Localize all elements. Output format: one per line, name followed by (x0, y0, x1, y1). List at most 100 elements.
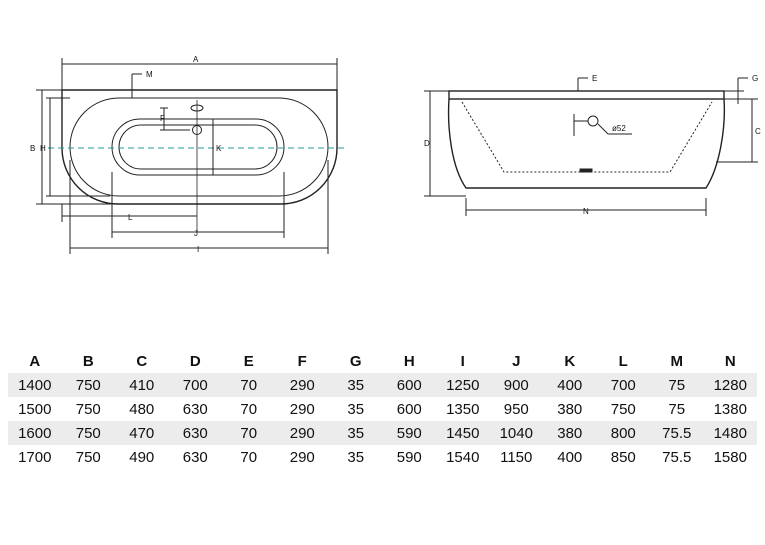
table-cell: 1700 (18, 448, 52, 466)
table-cell: 600 (382, 373, 436, 397)
header-cell: H (403, 352, 415, 370)
table-cell: 700 (168, 373, 222, 397)
table-cell: 290 (275, 373, 329, 397)
table-cell: 75.5 (650, 421, 704, 445)
table-cell: 35 (347, 448, 365, 466)
table-cell: 700 (596, 373, 650, 397)
table-cell: 590 (396, 448, 422, 466)
table-row: 1600 750 470 630 70 290 35 590 1450 1040… (8, 421, 757, 445)
label-I: I (197, 245, 199, 254)
table-cell: 1380 (713, 400, 747, 418)
table-cell: 750 (610, 400, 636, 418)
header-cell: M (670, 352, 684, 370)
header-cell: A (29, 352, 41, 370)
table-cell: 35 (329, 421, 383, 445)
table-cell: 70 (240, 400, 258, 418)
table-cell: 750 (75, 400, 101, 418)
header-cell: E (243, 352, 254, 370)
table-cell: 600 (396, 400, 422, 418)
plan-view (36, 58, 345, 254)
table-cell: 800 (596, 421, 650, 445)
table-cell: 1540 (446, 448, 480, 466)
table-cell: 490 (129, 448, 155, 466)
plan-basin-inner-outline (118, 124, 278, 170)
table-cell: 290 (289, 448, 315, 466)
table-row: 1700 750 490 630 70 290 35 590 1540 1150… (8, 445, 757, 469)
table-cell: 480 (129, 400, 155, 418)
table-cell: 1150 (500, 448, 533, 466)
label-N: N (583, 207, 589, 216)
label-H: H (40, 144, 46, 153)
table-cell: 1350 (446, 400, 480, 418)
side-overflow (587, 115, 599, 127)
table-cell: 75 (650, 373, 704, 397)
label-A: A (193, 55, 199, 64)
table-cell: 380 (557, 400, 583, 418)
plan-rim-outline (69, 97, 329, 197)
table-cell: 1450 (436, 421, 490, 445)
table-cell: 590 (382, 421, 436, 445)
table-cell: 35 (329, 373, 383, 397)
table-cell: 35 (347, 400, 365, 418)
header-cell: C (136, 352, 148, 370)
drain-diameter-label: ø52 (612, 124, 626, 133)
side-basin-hidden-line (461, 101, 713, 173)
table-cell: 290 (289, 400, 315, 418)
table-cell: 1480 (703, 421, 757, 445)
table-cell: 1600 (8, 421, 62, 445)
table-cell: 750 (61, 373, 115, 397)
label-F: F (160, 114, 165, 123)
table-cell: 1580 (713, 448, 747, 466)
table-cell: 900 (489, 373, 543, 397)
table-cell: 470 (115, 421, 169, 445)
table-cell: 1280 (703, 373, 757, 397)
label-E: E (592, 74, 597, 83)
table-cell: 850 (610, 448, 636, 466)
label-B: B (30, 144, 35, 153)
dimensions-table: A B C D E F G H I J K L M N 1400 750 410… (8, 349, 757, 469)
label-L: L (128, 213, 133, 222)
table-cell: 290 (275, 421, 329, 445)
plan-outer-outline (61, 89, 338, 205)
table-cell: 1400 (8, 373, 62, 397)
header-cell: I (460, 352, 465, 370)
header-cell: D (189, 352, 201, 370)
table-cell: 75 (668, 400, 686, 418)
table-cell: 400 (543, 373, 597, 397)
side-drain (579, 168, 593, 173)
header-cell: B (82, 352, 94, 370)
table-cell: 400 (557, 448, 583, 466)
label-G: G (752, 74, 758, 83)
header-cell: L (618, 352, 628, 370)
table-cell: 70 (240, 448, 258, 466)
side-rim-outline (448, 90, 725, 100)
table-cell: 630 (182, 448, 208, 466)
table-cell: 410 (115, 373, 169, 397)
table-row: 1400 750 410 700 70 290 35 600 1250 900 … (8, 373, 757, 397)
table-cell: 70 (222, 421, 276, 445)
header-cell: N (724, 352, 736, 370)
label-K: K (216, 144, 222, 153)
table-header-row: A B C D E F G H I J K L M N (8, 349, 757, 373)
side-body-outline (447, 98, 726, 189)
side-view (424, 77, 758, 216)
table-cell: 70 (222, 373, 276, 397)
header-cell: G (349, 352, 362, 370)
table-cell: 630 (168, 421, 222, 445)
label-C: C (755, 127, 761, 136)
table-cell: 950 (503, 400, 529, 418)
table-cell: 1250 (436, 373, 490, 397)
label-D: D (424, 139, 430, 148)
header-cell: K (564, 352, 576, 370)
table-cell: 630 (182, 400, 208, 418)
table-cell: 750 (61, 421, 115, 445)
plan-basin-outline (111, 118, 285, 176)
table-cell: 1040 (489, 421, 543, 445)
label-J: J (194, 229, 198, 238)
table-cell: 75.5 (662, 448, 692, 466)
table-cell: 1500 (18, 400, 52, 418)
label-M: M (146, 70, 153, 79)
table-cell: 750 (75, 448, 101, 466)
header-cell: J (512, 352, 521, 370)
table-row: 1500 750 480 630 70 290 35 600 1350 950 … (8, 397, 757, 421)
